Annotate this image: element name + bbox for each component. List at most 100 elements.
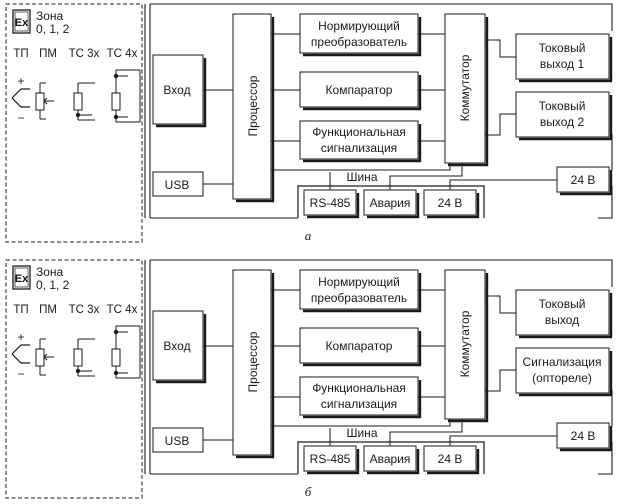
rs485-block-frame <box>303 189 357 216</box>
output-1-label-2: выход 1 <box>540 57 585 71</box>
potentiometer-symbol <box>35 92 45 111</box>
output-2-block-shadow <box>519 351 613 397</box>
output-2-label-2: выход 2 <box>540 115 585 129</box>
power-in-block-shadow <box>427 449 480 475</box>
rs485-block-shadow <box>307 193 360 219</box>
zone-label: Зона <box>36 265 64 279</box>
wiper-arrow <box>43 353 48 361</box>
power-in-block-shadow <box>427 193 480 219</box>
rs485-block-frame <box>303 445 357 472</box>
alarm-block-frame <box>299 120 419 160</box>
converter-block-shadow <box>303 273 422 313</box>
connector-line <box>485 369 516 392</box>
input-label: Вход <box>163 339 190 353</box>
power-out-block-shadow <box>560 426 613 452</box>
potentiometer-symbol <box>35 348 45 367</box>
panel-caption: а <box>305 228 312 243</box>
rtd-3wire-symbol <box>73 348 83 367</box>
junction-dot <box>75 112 81 118</box>
comparator-label: Компаратор <box>326 83 393 97</box>
input-block-frame <box>152 310 204 381</box>
switch-block-frame <box>444 13 486 164</box>
plus-sign: + <box>17 330 24 344</box>
junction-dot <box>113 329 119 335</box>
ex-badge <box>12 9 31 34</box>
zone-label: Зона <box>36 9 64 23</box>
rtd-4wire-symbol <box>111 348 121 367</box>
comparator-block-shadow <box>303 331 422 367</box>
power-in-block-frame <box>423 445 477 472</box>
output-2-label-1: Токовый <box>539 99 586 113</box>
minus-sign: − <box>17 367 24 381</box>
avaria-block-shadow <box>367 449 420 475</box>
alarm-label-2: сигнализация <box>321 141 397 155</box>
connector-line <box>271 163 451 171</box>
connector-line <box>134 325 141 379</box>
avaria-block-shadow <box>367 193 420 219</box>
alarm-label-1: Функциональная <box>312 125 406 139</box>
connector-line <box>389 163 463 190</box>
connector-line <box>271 419 451 427</box>
processor-block-frame <box>232 269 272 456</box>
output-1-block-frame <box>515 33 610 80</box>
converter-block-frame <box>299 269 419 310</box>
converter-block-shadow <box>303 17 422 57</box>
switch-label: Коммутатор <box>458 310 472 377</box>
thermocouple-symbol <box>11 344 30 355</box>
junction-dot <box>113 370 119 376</box>
connector-line <box>134 69 141 123</box>
processor-label: Процессор <box>246 331 260 392</box>
sensor-label-pm: ПМ <box>39 304 57 316</box>
alarm-label-1: Функциональная <box>312 381 406 395</box>
power-out-block-shadow <box>560 170 613 196</box>
usb-label: USB <box>165 178 190 192</box>
output-1-block-shadow <box>519 37 613 83</box>
thermocouple-symbol <box>11 353 30 364</box>
usb-block-frame <box>152 171 204 197</box>
connector-line <box>449 179 557 190</box>
avaria-label: Авария <box>370 196 411 210</box>
alarm-label-2: сигнализация <box>321 397 397 411</box>
alarm-block-shadow <box>303 124 422 163</box>
alarm-block-shadow <box>303 380 422 419</box>
rs485-label: RS-485 <box>310 452 351 466</box>
power-out-label: 24 В <box>571 429 596 443</box>
sensor-label-ts4: ТС 4х <box>107 304 138 316</box>
power-out-block-frame <box>556 422 610 449</box>
power-out-block-frame <box>556 166 610 193</box>
processor-label: Процессор <box>246 75 260 136</box>
processor-block-frame <box>232 13 272 200</box>
rs485-label: RS-485 <box>310 196 351 210</box>
ex-mark: Ex <box>15 17 29 29</box>
converter-label-2: преобразователь <box>311 35 407 49</box>
output-2-label-2: (оптореле) <box>532 371 592 385</box>
output-1-label-1: Токовый <box>539 297 586 311</box>
switch-block-shadow <box>448 273 489 423</box>
rtd-4wire-symbol <box>111 92 121 111</box>
rs485-block-shadow <box>307 449 360 475</box>
output-2-block-shadow <box>519 95 613 141</box>
power-in-block-frame <box>423 189 477 216</box>
converter-label-2: преобразователь <box>311 291 407 305</box>
thermocouple-symbol <box>11 88 30 99</box>
sensor-label-ts3: ТС 3х <box>69 48 100 60</box>
comparator-block-frame <box>299 327 419 364</box>
avaria-label: Авария <box>370 452 411 466</box>
output-1-block-shadow <box>519 293 613 339</box>
processor-block-shadow <box>236 17 275 203</box>
junction-dot <box>113 73 119 79</box>
converter-block-frame <box>299 13 419 54</box>
processor-block-shadow <box>236 273 275 459</box>
connector-line <box>485 295 516 314</box>
plus-sign: + <box>17 74 24 88</box>
minus-sign: − <box>17 111 24 125</box>
power-in-label: 24 В <box>438 196 463 210</box>
panel-caption: б <box>305 484 312 499</box>
sensor-label-ts4: ТС 4х <box>107 48 138 60</box>
junction-dot <box>113 114 119 120</box>
power-out-label: 24 В <box>571 173 596 187</box>
sensor-label-pm: ПМ <box>39 48 57 60</box>
ex-mark: Ex <box>15 273 29 285</box>
